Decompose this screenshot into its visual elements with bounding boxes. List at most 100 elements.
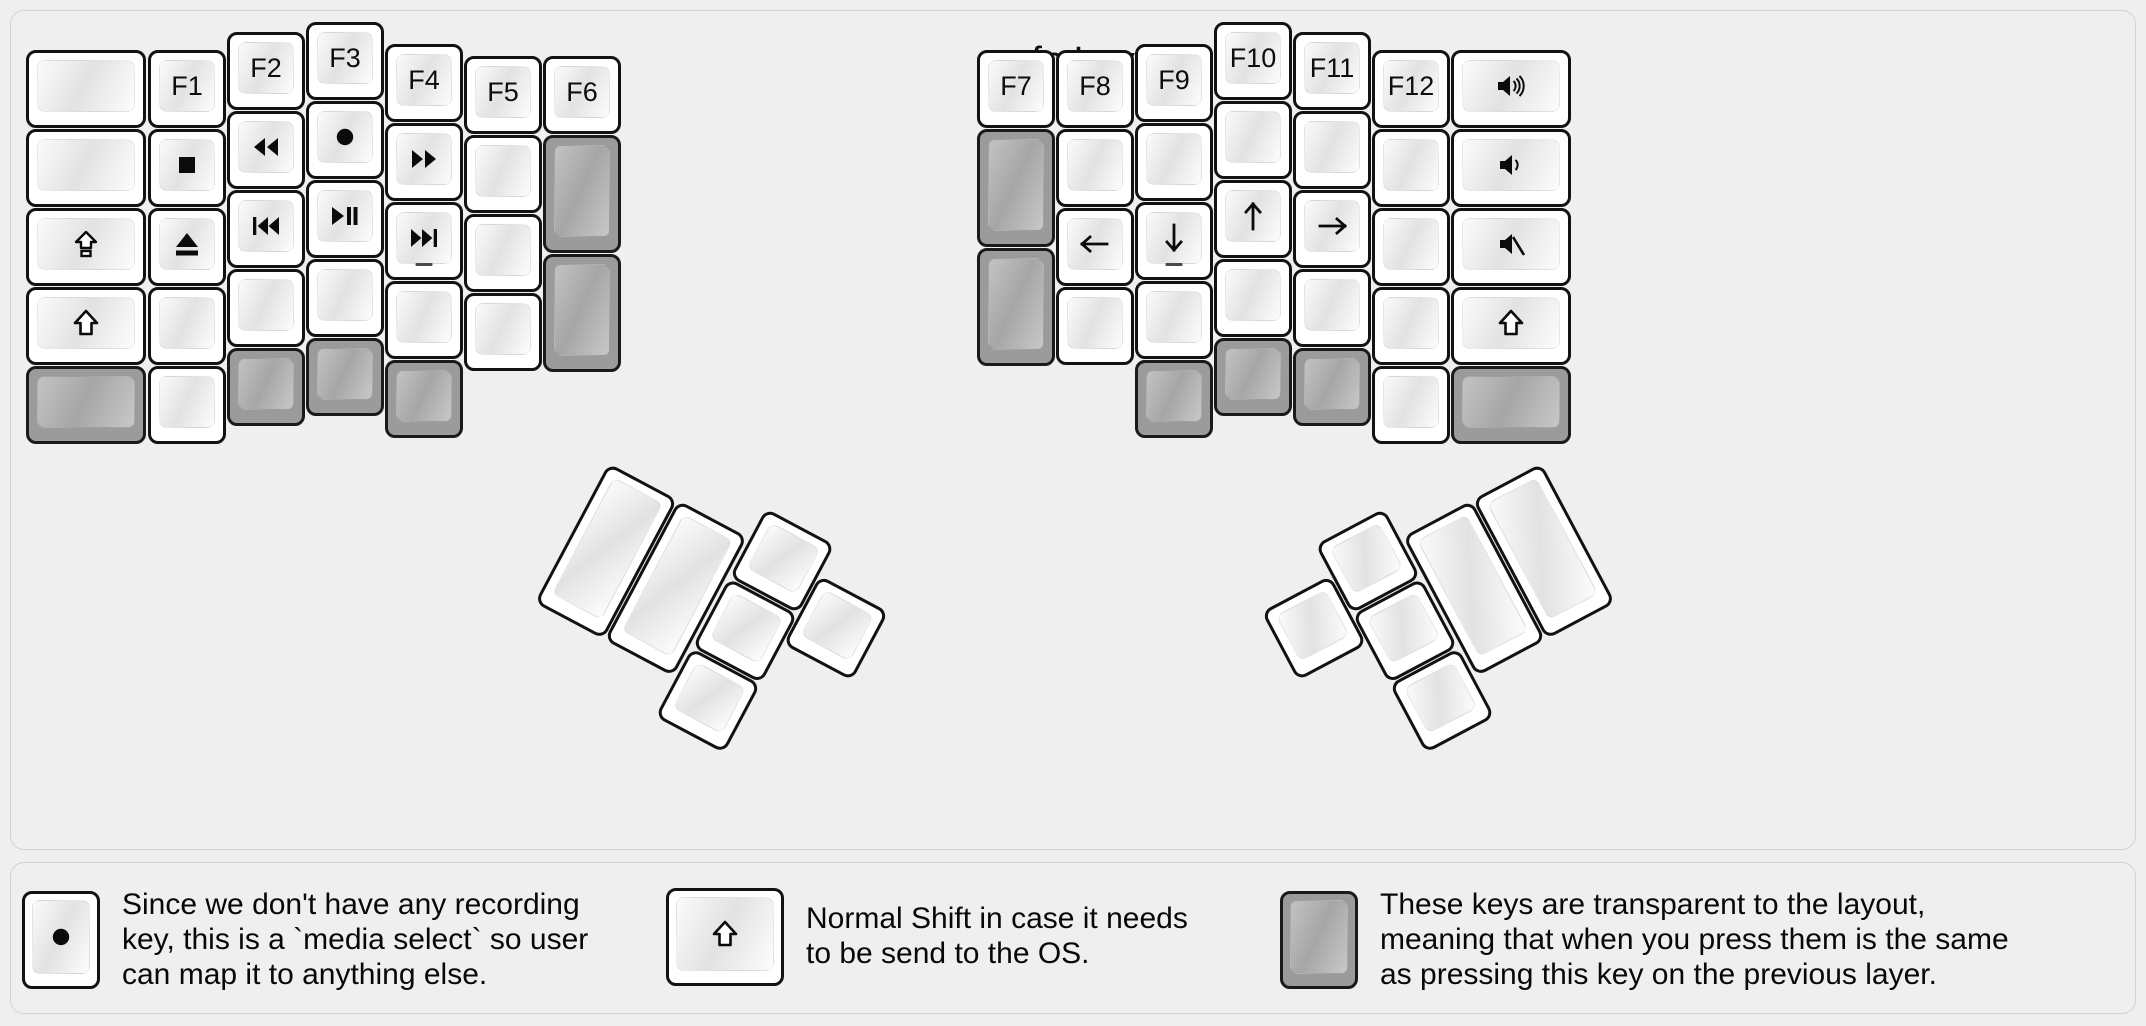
legend-sample-key-3[interactable] (1280, 891, 1358, 990)
right-col-ring-key-1[interactable]: F11 (1293, 32, 1371, 110)
right-col-index-inner-key-3[interactable] (1056, 208, 1134, 286)
right-col-pinky-key-4[interactable] (1372, 287, 1450, 365)
left-col-pinky-outer-key-1[interactable] (26, 50, 146, 128)
keycap-face (317, 269, 373, 321)
left-col-inner-key-2[interactable] (543, 135, 621, 253)
left-col-index-inner-key-1[interactable]: F5 (464, 56, 542, 134)
right-col-pinky-outer-key-1[interactable] (1451, 50, 1571, 128)
right-col-pinky-key-3[interactable] (1372, 208, 1450, 286)
keycap-face (676, 897, 774, 971)
keycap-face (800, 589, 875, 662)
legend-description-1: Since we don't have any recording key, t… (122, 888, 589, 991)
right-col-index-inner-key-2[interactable] (1056, 129, 1134, 207)
keycap-face (672, 661, 747, 734)
left-col-pinky-key-5[interactable] (148, 366, 226, 444)
right-col-pinky-key-5[interactable] (1372, 366, 1450, 444)
rewind-icon (249, 130, 283, 164)
legend-sample-key-1[interactable] (22, 891, 100, 990)
keycap-face (1383, 218, 1439, 270)
keycap-face (1225, 111, 1281, 163)
right-col-ring-key-3[interactable] (1293, 190, 1371, 268)
right-col-ring-key-4[interactable] (1293, 269, 1371, 347)
left-col-middle-key-1[interactable]: F3 (306, 22, 384, 100)
left-col-pinky-outer-key-2[interactable] (26, 129, 146, 207)
keycap-face (1383, 376, 1439, 428)
left-col-middle-key-4[interactable] (306, 259, 384, 337)
arrow-left-icon (1078, 227, 1112, 261)
keycap-face (988, 258, 1044, 350)
right-col-inner-key-3[interactable] (977, 248, 1055, 366)
legend-sample-key-2[interactable] (666, 888, 784, 986)
right-col-pinky-outer-key-5[interactable] (1451, 366, 1571, 444)
left-col-pinky-key-2[interactable] (148, 129, 226, 207)
keycap-face (1146, 291, 1202, 343)
keycap-face (159, 218, 215, 270)
left-col-inner-key-3[interactable] (543, 254, 621, 372)
right-col-middle-key-1[interactable]: F10 (1214, 22, 1292, 100)
keycap-face (1225, 348, 1281, 400)
right-col-inner-key-1[interactable]: F7 (977, 50, 1055, 128)
right-col-pinky-outer-key-2[interactable] (1451, 129, 1571, 207)
keycap-face (1462, 376, 1560, 428)
keycap-label: F1 (171, 70, 203, 101)
left-col-pinky-outer-key-5[interactable] (26, 366, 146, 444)
left-col-index-inner-key-2[interactable] (464, 135, 542, 213)
keycap-face (1067, 139, 1123, 191)
left-col-pinky-outer-key-4[interactable] (26, 287, 146, 365)
legend-item-2: Normal Shift in case it needs to be send… (666, 888, 1188, 986)
left-col-pinky-key-4[interactable] (148, 287, 226, 365)
right-col-index-key-3[interactable] (1135, 202, 1213, 280)
keycap-face (554, 264, 610, 356)
right-col-middle-key-2[interactable] (1214, 101, 1292, 179)
right-col-index-key-1[interactable]: F9 (1135, 44, 1213, 122)
arrow-right-icon (1315, 209, 1349, 243)
left-col-ring-key-2[interactable] (227, 111, 305, 189)
left-col-pinky-key-1[interactable]: F1 (148, 50, 226, 128)
volume-down-icon (1494, 148, 1528, 182)
keycap-face: F10 (1225, 32, 1281, 84)
keycap-face (37, 376, 135, 428)
left-col-index-key-1[interactable]: F4 (385, 44, 463, 122)
right-col-inner-key-2[interactable] (977, 129, 1055, 247)
keycap-face (988, 139, 1044, 231)
keycap-face: F7 (988, 60, 1044, 112)
keycap-face (37, 297, 135, 349)
left-col-index-key-2[interactable] (385, 123, 463, 201)
right-col-pinky-outer-key-4[interactable] (1451, 287, 1571, 365)
keycap-face: F11 (1304, 42, 1360, 94)
left-col-index-key-3[interactable] (385, 202, 463, 280)
right-col-index-key-5[interactable] (1135, 360, 1213, 438)
keycap-face (32, 900, 90, 975)
left-col-ring-key-1[interactable]: F2 (227, 32, 305, 110)
right-col-index-inner-key-1[interactable]: F8 (1056, 50, 1134, 128)
left-col-middle-key-2[interactable] (306, 101, 384, 179)
keycap-face: F6 (554, 66, 610, 118)
left-col-ring-key-4[interactable] (227, 269, 305, 347)
right-col-pinky-key-2[interactable] (1372, 129, 1450, 207)
left-col-pinky-key-3[interactable] (148, 208, 226, 286)
left-col-middle-key-3[interactable] (306, 180, 384, 258)
left-col-middle-key-5[interactable] (306, 338, 384, 416)
right-col-middle-key-4[interactable] (1214, 259, 1292, 337)
left-col-index-inner-key-3[interactable] (464, 214, 542, 292)
keycap-face (37, 60, 135, 112)
right-col-index-key-2[interactable] (1135, 123, 1213, 201)
left-col-index-key-5[interactable] (385, 360, 463, 438)
right-col-index-inner-key-4[interactable] (1056, 287, 1134, 365)
keycap-face (1383, 139, 1439, 191)
right-col-index-key-4[interactable] (1135, 281, 1213, 359)
right-col-middle-key-5[interactable] (1214, 338, 1292, 416)
keycap-face (159, 297, 215, 349)
left-col-pinky-outer-key-3[interactable] (26, 208, 146, 286)
right-col-ring-key-2[interactable] (1293, 111, 1371, 189)
right-col-pinky-key-1[interactable]: F12 (1372, 50, 1450, 128)
left-col-index-key-4[interactable] (385, 281, 463, 359)
left-col-ring-key-3[interactable] (227, 190, 305, 268)
right-col-pinky-outer-key-3[interactable] (1451, 208, 1571, 286)
left-col-inner-key-1[interactable]: F6 (543, 56, 621, 134)
eject-icon (170, 227, 204, 261)
right-col-middle-key-3[interactable] (1214, 180, 1292, 258)
left-col-ring-key-5[interactable] (227, 348, 305, 426)
right-col-ring-key-5[interactable] (1293, 348, 1371, 426)
left-col-index-inner-key-4[interactable] (464, 293, 542, 371)
